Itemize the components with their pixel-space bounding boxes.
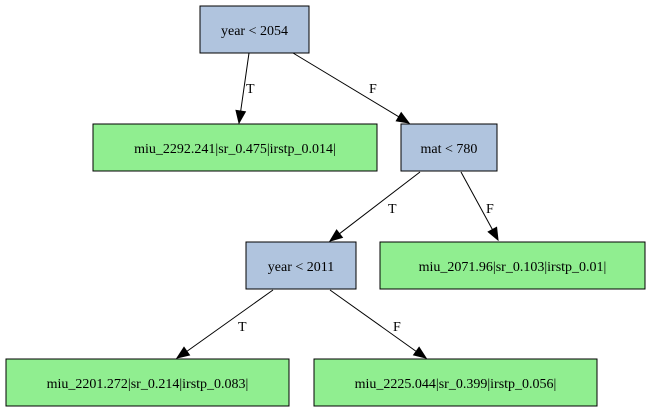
node-box	[5, 358, 290, 407]
node-box	[245, 241, 357, 290]
node-leaf-miu-2071: miu_2071.96|sr_0.103|irstp_0.01|	[379, 241, 646, 290]
node-box	[199, 5, 310, 54]
node-label: year < 2054	[221, 24, 288, 39]
node-label: mat < 780	[421, 142, 478, 157]
arrowhead	[487, 226, 499, 242]
node-box	[92, 123, 378, 172]
node-label: miu_2225.044|sr_0.399|irstp_0.056|	[355, 377, 557, 392]
edge-label-true: T	[388, 202, 397, 217]
node-label: year < 2011	[268, 260, 334, 275]
edge-label-true: T	[238, 320, 247, 335]
node-leaf-miu-2201: miu_2201.272|sr_0.214|irstp_0.083|	[5, 358, 290, 407]
edge-line	[292, 52, 400, 118]
edge-label-false: F	[369, 82, 377, 97]
arrowhead	[175, 346, 191, 359]
node-box	[379, 241, 646, 290]
edge-label-false: F	[393, 320, 401, 335]
edge-label-false: F	[486, 202, 494, 217]
edge-year2-to-leaf4: F	[329, 289, 428, 359]
arrowhead	[395, 111, 411, 124]
edge-root-to-mat: F	[292, 52, 411, 124]
node-box	[400, 123, 498, 172]
edge-label-true: T	[246, 82, 255, 97]
node-mat-780: mat < 780	[400, 123, 498, 172]
edge-line	[339, 171, 421, 235]
edge-line	[460, 171, 493, 230]
node-label: miu_2201.272|sr_0.214|irstp_0.083|	[47, 377, 249, 392]
node-label: miu_2292.241|sr_0.475|irstp_0.014|	[134, 142, 336, 157]
arrowhead	[328, 229, 344, 242]
node-leaf-miu-2292: miu_2292.241|sr_0.475|irstp_0.014|	[92, 123, 378, 172]
edge-root-to-leaf1: T	[235, 52, 255, 125]
node-label: miu_2071.96|sr_0.103|irstp_0.01|	[419, 260, 607, 275]
edge-line	[329, 289, 417, 352]
edge-mat-to-leaf2: F	[460, 171, 499, 242]
arrowhead	[235, 109, 247, 125]
node-leaf-miu-2225: miu_2225.044|sr_0.399|irstp_0.056|	[313, 358, 598, 407]
node-year-2011: year < 2011	[245, 241, 357, 290]
edge-line	[240, 52, 250, 112]
edge-line	[186, 289, 274, 352]
edge-year2-to-leaf3: T	[175, 289, 274, 359]
arrowhead	[412, 346, 428, 359]
node-box	[313, 358, 598, 407]
edge-mat-to-year2: T	[328, 171, 421, 242]
node-year-2054: year < 2054	[199, 5, 310, 54]
